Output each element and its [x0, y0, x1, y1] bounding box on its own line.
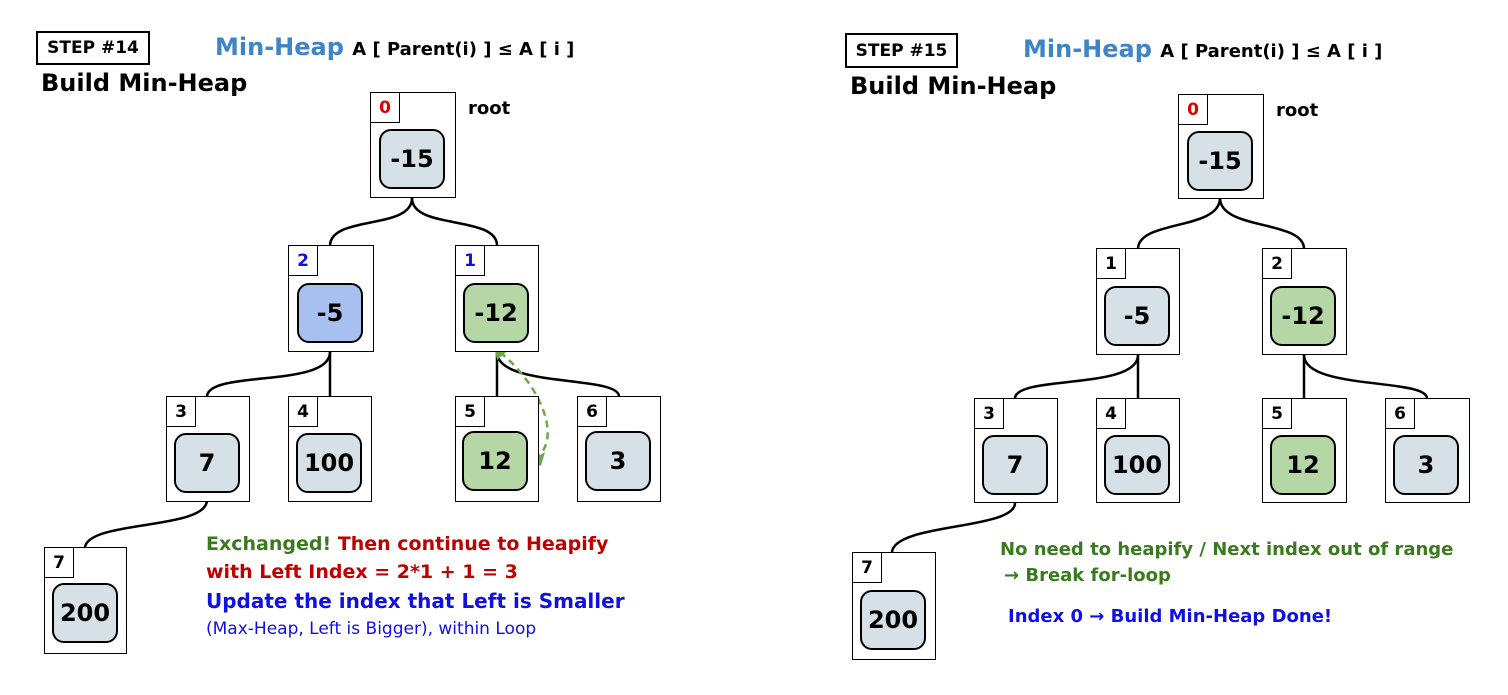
node-value: -12 — [463, 283, 529, 343]
node-value: -5 — [297, 283, 363, 343]
note-line-1: No need to heapify / Next index out of r… — [1000, 539, 1454, 560]
node-value: 200 — [52, 583, 118, 643]
node-value: 100 — [1104, 435, 1170, 495]
heap-node-2: 2 -5 — [288, 245, 374, 352]
heap-title: Min-Heap A [ Parent(i) ] ≤ A [ i ] — [215, 33, 574, 61]
note-line-4: (Max-Heap, Left is Bigger), within Loop — [206, 619, 537, 639]
edge-r-2-6 — [1302, 354, 1429, 399]
node-index: 6 — [1385, 398, 1415, 429]
page-subtitle: Build Min-Heap — [850, 72, 1057, 100]
root-label: root — [468, 98, 511, 119]
heap-node-3: 3 7 — [974, 398, 1058, 503]
edge-2-3 — [205, 351, 332, 397]
node-index: 1 — [1096, 248, 1126, 279]
exchange-arrow — [499, 351, 549, 459]
note-line-3: Update the index that Left is Smaller — [206, 589, 625, 613]
node-index: 5 — [455, 396, 485, 427]
node-value: 7 — [174, 433, 240, 493]
heap-node-5: 5 12 — [1262, 398, 1347, 503]
node-index: 1 — [455, 245, 485, 276]
node-index: 5 — [1262, 398, 1292, 429]
node-value: -15 — [1187, 131, 1253, 191]
heap-title: Min-Heap A [ Parent(i) ] ≤ A [ i ] — [1023, 35, 1382, 63]
node-value: -12 — [1270, 286, 1336, 346]
heap-property: A [ Parent(i) ] ≤ A [ i ] — [352, 39, 575, 60]
note-then: Then continue to Heapify — [337, 533, 609, 555]
edge-0-1 — [410, 197, 499, 246]
note-line-3: Index 0 → Build Min-Heap Done! — [1008, 606, 1333, 627]
node-value: 12 — [1270, 435, 1336, 495]
edge-r-0-2 — [1218, 197, 1306, 249]
note-line-2: → Break for-loop — [1004, 565, 1171, 586]
heap-node-6: 6 3 — [577, 396, 661, 502]
node-value: 3 — [1393, 435, 1459, 495]
heap-node-7: 7 200 — [44, 547, 127, 654]
step-label: STEP #14 — [36, 31, 150, 65]
heap-property: A [ Parent(i) ] ≤ A [ i ] — [1160, 41, 1383, 62]
heap-node-0: 0 -15 — [370, 92, 456, 198]
node-value: -15 — [379, 129, 445, 189]
heap-node-3: 3 7 — [166, 396, 250, 502]
heap-node-4: 4 100 — [288, 396, 372, 502]
node-index: 2 — [1262, 248, 1292, 279]
note-line-1: Exchanged! Then continue to Heapify — [206, 533, 608, 555]
node-value: 200 — [860, 590, 926, 650]
note-exchanged: Exchanged! — [206, 533, 332, 555]
node-index: 4 — [1096, 398, 1126, 429]
node-value: -5 — [1104, 286, 1170, 346]
heap-node-0: 0 -15 — [1178, 94, 1264, 199]
edge-r-1-3 — [1013, 354, 1140, 399]
node-index: 4 — [288, 396, 318, 427]
heap-node-4: 4 100 — [1096, 398, 1180, 503]
heap-node-1: 1 -5 — [1096, 248, 1180, 355]
node-index: 3 — [166, 396, 196, 427]
node-index: 3 — [974, 398, 1004, 429]
edge-3-7 — [83, 499, 209, 548]
heap-node-1: 1 -12 — [455, 245, 539, 352]
edge-0-2 — [328, 197, 414, 246]
node-index: 6 — [577, 396, 607, 427]
node-value: 12 — [462, 431, 528, 491]
node-index: 7 — [852, 552, 882, 583]
node-index: 2 — [288, 245, 318, 276]
node-index: 0 — [370, 92, 400, 123]
heap-node-2: 2 -12 — [1262, 248, 1347, 355]
edge-r-3-7 — [890, 502, 1017, 553]
edge-r-0-1 — [1136, 197, 1222, 249]
node-value: 3 — [585, 431, 651, 491]
heap-type: Min-Heap — [1023, 35, 1152, 63]
node-value: 100 — [296, 433, 362, 493]
node-value: 7 — [982, 435, 1048, 495]
note-line-2: with Left Index = 2*1 + 1 = 3 — [206, 561, 518, 583]
heap-node-7: 7 200 — [852, 552, 936, 660]
heap-node-5: 5 12 — [455, 396, 539, 502]
root-label: root — [1276, 100, 1319, 121]
edge-1-6 — [495, 351, 621, 397]
node-index: 7 — [44, 547, 74, 578]
page-subtitle: Build Min-Heap — [41, 69, 248, 97]
step-label: STEP #15 — [845, 33, 958, 68]
heap-type: Min-Heap — [215, 33, 344, 61]
node-index: 0 — [1178, 94, 1208, 125]
heap-node-6: 6 3 — [1385, 398, 1470, 503]
